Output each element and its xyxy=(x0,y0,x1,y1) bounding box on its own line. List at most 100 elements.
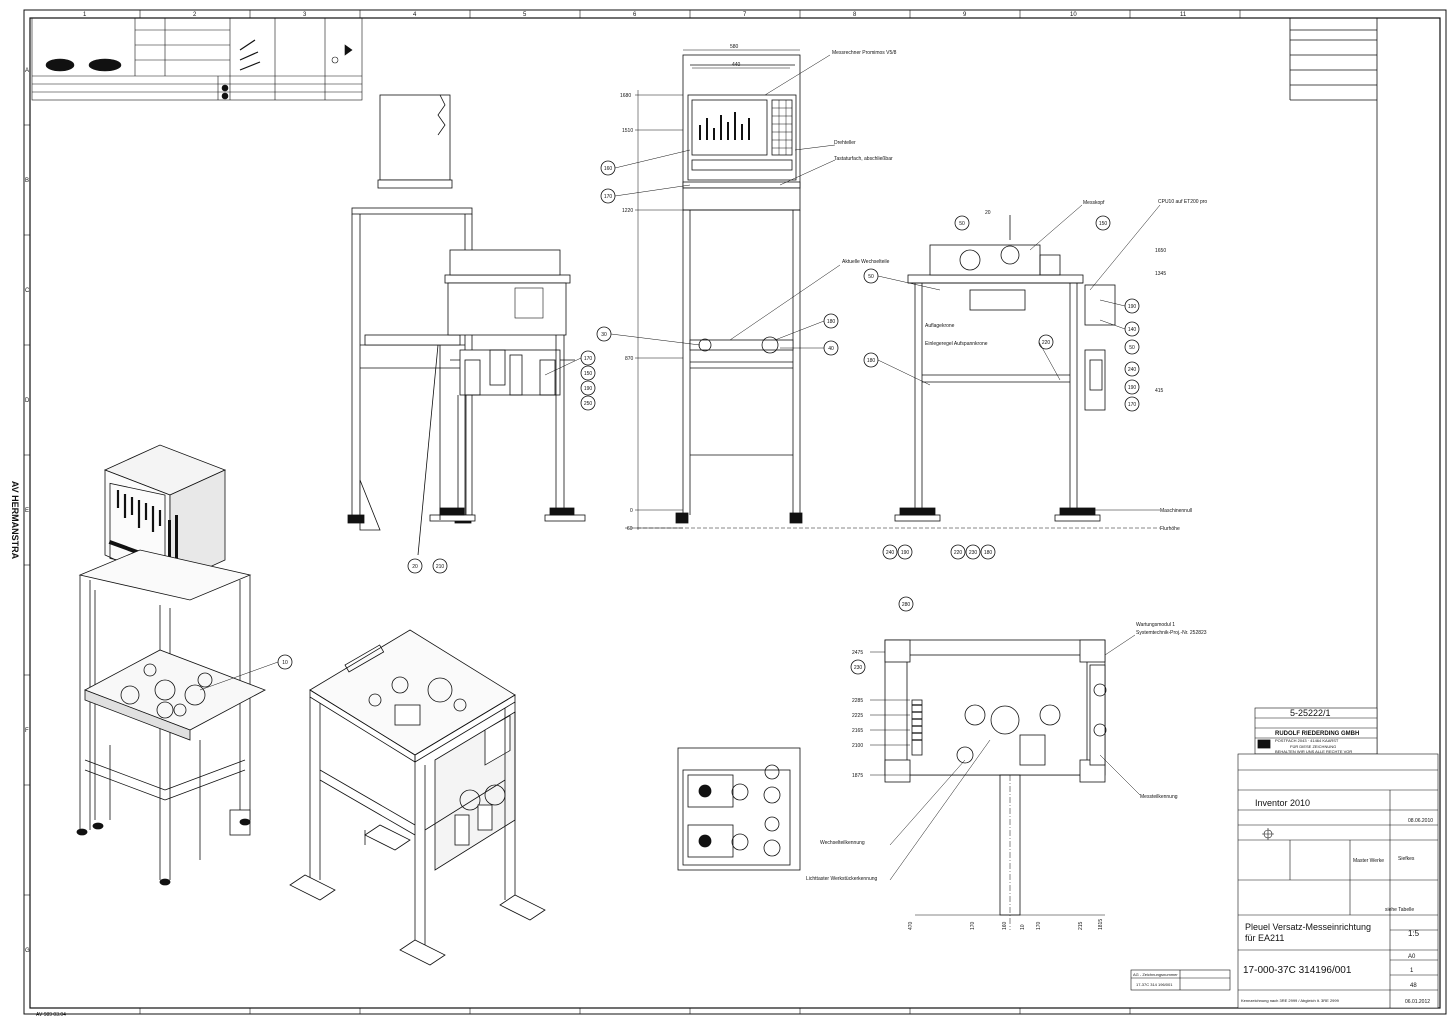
callout: 240 xyxy=(1124,361,1140,377)
dim-label: 1815 xyxy=(1098,919,1104,930)
ag-label: AG - Zeichnungsnummer xyxy=(1133,972,1178,977)
date-printed: 06.01.2012 xyxy=(1405,999,1430,1005)
callout: 190 xyxy=(580,380,596,396)
svg-text:40: 40 xyxy=(828,346,834,352)
notice-2: BEHALTEN WIR UNS ALLE RECHTE VOR xyxy=(1275,749,1352,754)
tastatur-label: Tastaturfach, abschließbar xyxy=(834,156,893,162)
company-name: RUDOLF RIEDERDING GMBH xyxy=(1275,731,1359,737)
svg-text:220: 220 xyxy=(1042,340,1051,346)
svg-text:220: 220 xyxy=(954,550,963,556)
dim-label: 170 xyxy=(970,921,976,930)
svg-text:190: 190 xyxy=(1128,385,1137,391)
maschinennull-label: Maschinennull xyxy=(1160,508,1192,514)
dim-label: 160 xyxy=(1002,921,1008,930)
dim-label: 870 xyxy=(625,356,634,362)
flurhoehe-label: Flurhöhe xyxy=(1160,526,1180,532)
svg-text:170: 170 xyxy=(584,356,593,362)
title-block-frame xyxy=(1130,707,1439,1009)
bottom-left-code: AV 989 03.04 xyxy=(36,1012,66,1018)
center-dim-text: 580 440 1680 1510 1220 870 0 60 xyxy=(620,44,741,532)
svg-text:150: 150 xyxy=(1099,221,1108,227)
grid-col-label: 2 xyxy=(193,12,197,18)
dim-label: 10 xyxy=(1020,924,1026,930)
svg-text:180: 180 xyxy=(867,358,876,364)
drehteller-label: Drehteller xyxy=(834,140,856,146)
dim-label: 2225 xyxy=(852,713,863,719)
grid-col-label: 3 xyxy=(303,12,307,18)
checker: Siefkes xyxy=(1398,856,1415,862)
grid-row-label: E xyxy=(25,508,29,514)
dim-label: 440 xyxy=(732,62,741,68)
sheets-total: 48 xyxy=(1410,983,1417,989)
svg-text:250: 250 xyxy=(584,401,593,407)
svg-text:180: 180 xyxy=(984,550,993,556)
messkennung-label: Messteilkennung xyxy=(1140,794,1178,800)
svg-text:140: 140 xyxy=(1128,327,1137,333)
dim-label: 415 xyxy=(1155,388,1164,394)
center-dimensions xyxy=(635,49,800,530)
svg-text:170: 170 xyxy=(604,194,613,200)
svg-text:280: 280 xyxy=(902,602,911,608)
svg-text:180: 180 xyxy=(827,319,836,325)
grid-col-label: 11 xyxy=(1180,12,1187,18)
callout: 20 xyxy=(407,558,423,574)
wechselkennung-label: Wechselteilkennung xyxy=(820,840,865,846)
grid-row-label: G xyxy=(25,948,30,954)
svg-text:190: 190 xyxy=(901,550,910,556)
grid-row-label: F xyxy=(25,728,29,734)
dim-label: 2100 xyxy=(852,743,863,749)
dim-label: 1345 xyxy=(1155,271,1166,277)
dim-label: 1220 xyxy=(622,208,633,214)
callout: 280 xyxy=(898,596,914,612)
dim-label: 1650 xyxy=(1155,248,1166,254)
dim-label: 1510 xyxy=(622,128,633,134)
callout: 180 xyxy=(980,544,996,560)
lichttaster-label: Lichttaster Werkstückerkennung xyxy=(806,876,878,882)
format: A0 xyxy=(1408,954,1416,960)
callout: 180 xyxy=(823,313,839,329)
callout: 30 xyxy=(596,326,612,342)
wartung-label: Wartungsmodul 1 xyxy=(1136,622,1175,628)
notice-1: FÜR DIESE ZEICHNUNG xyxy=(1290,744,1336,749)
callout: 220 xyxy=(950,544,966,560)
messkopf-label: Messkopf xyxy=(1083,200,1105,206)
wechselteile-label: Aktuelle Wechselteile xyxy=(842,259,890,265)
callout: 160 xyxy=(600,160,616,176)
dim-label: 2475 xyxy=(852,650,863,656)
callout: 40 xyxy=(823,340,839,356)
callout-bubbles: 160 170 30 180 40 170 150 190 250 20 210… xyxy=(277,160,1140,675)
cpu-label: CPU10 auf ET200 pro xyxy=(1158,199,1207,205)
elevation-right xyxy=(894,215,1160,522)
dim-label: 1680 xyxy=(620,93,631,99)
leader-lines xyxy=(199,54,1161,881)
elevation-left xyxy=(347,94,586,556)
footer-note: Kennzeichnung nach 3RE 2999 / Abgleich l… xyxy=(1241,998,1340,1003)
dim-label: 470 xyxy=(908,921,914,930)
callout: 250 xyxy=(580,395,596,411)
svg-text:230: 230 xyxy=(969,550,978,556)
grid-col-label: 6 xyxy=(633,12,637,18)
grid-ticks xyxy=(24,10,1241,1014)
dim-label: 1875 xyxy=(852,773,863,779)
auflagekrone-label: Auflagekrone xyxy=(925,323,955,329)
svg-text:170: 170 xyxy=(1128,402,1137,408)
dim-label: 215 xyxy=(1078,921,1084,930)
svg-text:240: 240 xyxy=(886,550,895,556)
grid-col-label: 7 xyxy=(743,12,747,18)
designer: Master Werke xyxy=(1353,858,1384,864)
svg-text:10: 10 xyxy=(282,660,288,666)
callout: 50 xyxy=(1124,339,1140,355)
title-block-text: 5-25222/1 RUDOLF RIEDERDING GMBH POSTFAC… xyxy=(36,708,1433,1018)
cad-system: Inventor 2010 xyxy=(1255,798,1310,808)
svg-text:30: 30 xyxy=(601,332,607,338)
dim-label: 580 xyxy=(730,44,739,50)
callout: 190 xyxy=(1124,298,1140,314)
systemtechnik-label: Systemtechnik-Proj.-Nr. 252823 xyxy=(1136,630,1207,636)
ag-number: 17-37C 314 196/001 xyxy=(1136,982,1173,987)
callout: 50 xyxy=(954,215,970,231)
order-number: 5-25222/1 xyxy=(1290,708,1331,718)
plan-dim-text: 2475 2285 2225 2165 2100 1875 xyxy=(852,650,863,779)
dim-label: 170 xyxy=(1036,921,1042,930)
aufspannkrone-label: Einlegeregel Aufspannkrone xyxy=(925,341,988,347)
detail-panel xyxy=(677,747,801,871)
